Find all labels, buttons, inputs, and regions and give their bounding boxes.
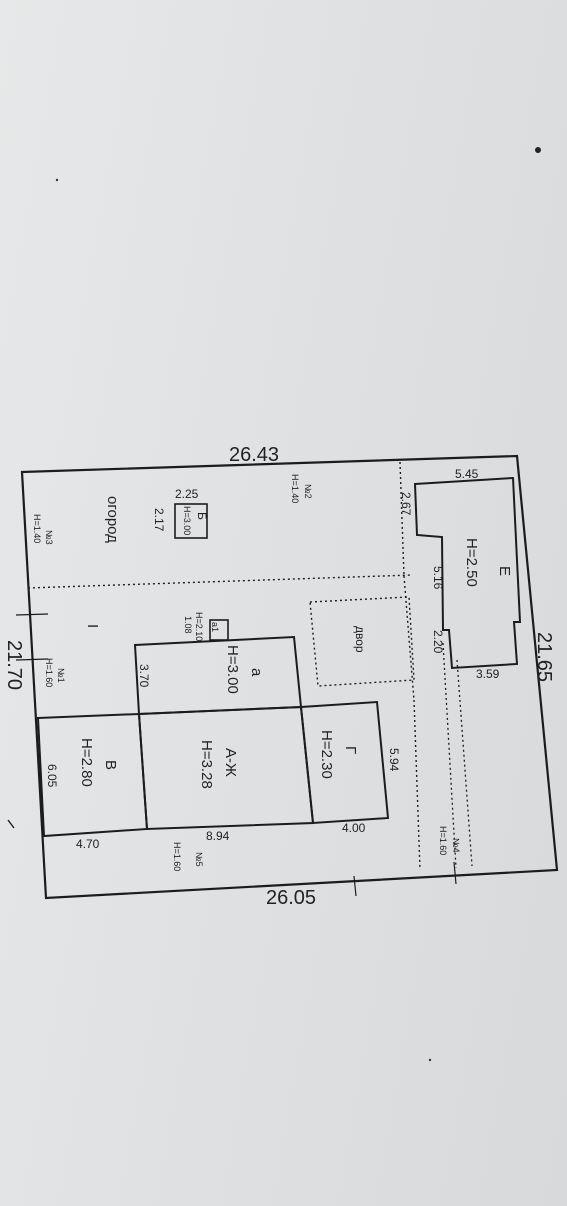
building-b-dim-top: 2.25 xyxy=(175,487,199,501)
building-e xyxy=(413,476,522,670)
building-g xyxy=(299,700,390,825)
building-e-height: H=2.50 xyxy=(463,538,480,587)
fence-left-code: №3 xyxy=(44,530,54,545)
building-a-zh-height: H=3.28 xyxy=(198,740,215,789)
building-e-dim-mid: 5.16 xyxy=(431,566,445,590)
fence-left-h: H=1.40 xyxy=(32,514,42,543)
building-e-dim-top: 5.45 xyxy=(455,467,479,481)
building-a-zh-dim: 8.94 xyxy=(206,829,230,843)
building-b-height: H=3.00 xyxy=(182,506,192,535)
building-v-dim: 4.70 xyxy=(76,837,100,851)
zone-roman: I xyxy=(84,624,101,628)
building-a1 xyxy=(209,619,229,641)
fence-right-code: №4 xyxy=(451,838,461,853)
building-g-height: H=2.30 xyxy=(318,730,335,779)
building-b-dim-side: 2.17 xyxy=(152,508,166,532)
building-a-height: H=3.00 xyxy=(224,645,241,694)
fence-bottom-h: H=1.60 xyxy=(172,842,182,871)
building-a xyxy=(133,635,303,716)
building-v-letter: В xyxy=(102,760,119,770)
building-g-dim-side: 5.94 xyxy=(387,748,401,772)
fence-right-h: H=1.60 xyxy=(438,826,448,855)
building-a1-dim: 1.08 xyxy=(183,616,193,634)
building-g-letter: Г xyxy=(342,746,359,754)
building-v-height: H=2.80 xyxy=(78,738,95,787)
fence-bottom-code: №5 xyxy=(194,852,204,867)
building-e-dim-side: 2.67 xyxy=(399,492,413,516)
fence-mid-h: H=1.60 xyxy=(44,658,54,687)
building-e-dim-bottom: 3.59 xyxy=(476,667,500,681)
fence-mid-code: №1 xyxy=(56,668,66,683)
building-e-dim-small: 2.20 xyxy=(431,630,445,654)
building-a1-letter: а1 xyxy=(210,622,220,632)
dim-left: 21.70 xyxy=(3,640,25,690)
building-b xyxy=(174,503,208,539)
building-g-dim: 4.00 xyxy=(342,821,366,835)
building-a-zh-letter: А-Ж xyxy=(222,748,239,777)
dim-bottom: 26.05 xyxy=(266,887,316,909)
dim-right: 21.65 xyxy=(533,632,555,682)
building-a1-height: H=2.10 xyxy=(194,612,204,641)
building-a-dim: 3.70 xyxy=(137,664,151,688)
site-boundary xyxy=(20,454,559,900)
zone-garden: огород xyxy=(104,496,121,543)
dim-top: 26.43 xyxy=(229,444,279,466)
yard-zone xyxy=(309,596,415,687)
building-a-letter: а xyxy=(248,668,265,677)
building-v-dim-side: 6.05 xyxy=(45,764,59,788)
fence-top-code: №2 xyxy=(303,484,313,499)
building-b-letter: Б xyxy=(195,512,209,520)
building-v xyxy=(36,712,149,838)
zone-yard: двор xyxy=(353,626,367,653)
fence-top-h: H=1.40 xyxy=(290,474,300,503)
building-e-letter: Е xyxy=(496,566,513,576)
